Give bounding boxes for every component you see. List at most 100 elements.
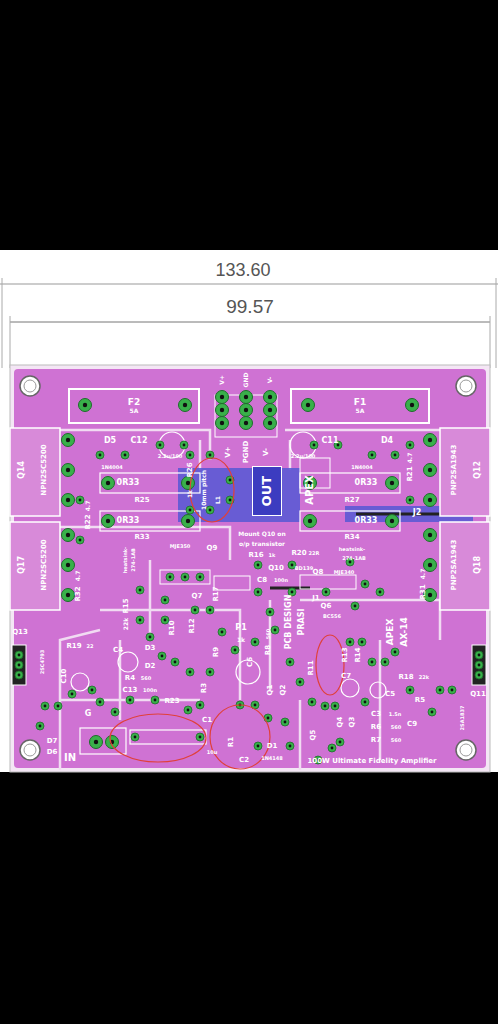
silkscreen-label: P1 <box>235 624 246 632</box>
silkscreen-label: 4.7 <box>75 571 81 582</box>
pad-hole <box>79 499 82 502</box>
copper-pour <box>14 369 486 768</box>
pad-hole <box>44 705 47 708</box>
silkscreen-label: R5 <box>415 697 425 704</box>
silkscreen-label: R6 <box>371 724 381 731</box>
pad <box>216 391 229 404</box>
pad-hole <box>66 438 70 442</box>
pad <box>102 515 115 528</box>
pad-hole <box>244 395 248 399</box>
silkscreen-label: R18 <box>398 674 413 681</box>
mounting-hole <box>24 380 36 392</box>
pad <box>196 701 204 709</box>
pour-gap <box>60 430 210 460</box>
pad-hole <box>325 591 328 594</box>
pad-hole <box>187 709 190 712</box>
pad <box>391 648 399 656</box>
pad-hole <box>257 564 260 567</box>
pad <box>68 690 76 698</box>
silkscreen-label: R16 <box>248 552 263 559</box>
silkscreen-label: R10 <box>169 620 176 635</box>
pad <box>424 494 437 507</box>
capacitor-outline <box>370 682 386 698</box>
pad <box>368 658 376 666</box>
mounting-hole <box>460 744 472 756</box>
driver-transistor-body <box>472 645 486 685</box>
silkscreen-label: Q12 <box>474 461 482 479</box>
pad <box>475 651 483 659</box>
pad-hole <box>183 403 187 407</box>
silkscreen-label: R1 <box>228 737 235 747</box>
pad <box>266 608 274 616</box>
mounting-hole <box>20 376 40 396</box>
resistor-outline <box>100 511 200 531</box>
pad <box>251 638 259 646</box>
pad-hole <box>324 705 327 708</box>
pour-gap <box>60 527 230 560</box>
silkscreen-label: PNP2SA1943 <box>451 445 458 496</box>
pour-gap <box>199 440 202 470</box>
pad <box>54 702 62 710</box>
pad-hole <box>209 609 212 612</box>
silkscreen-label: D2 <box>145 663 156 670</box>
silkscreen-label: C10 <box>61 669 68 684</box>
mounting-hole <box>460 380 472 392</box>
pad <box>121 451 129 459</box>
pour-gap <box>285 429 440 432</box>
silkscreen-label: Q2 <box>280 685 287 696</box>
pad-hole <box>313 444 316 447</box>
pad-hole <box>428 468 432 472</box>
pad <box>36 722 44 730</box>
pad-hole <box>269 611 272 614</box>
pad <box>186 668 194 676</box>
pad <box>406 399 419 412</box>
fuse-holder: F15A <box>290 388 430 424</box>
silkscreen-label: D6 <box>47 749 58 756</box>
silkscreen-label: V+ <box>225 446 232 457</box>
silkscreen-label: C2 <box>239 757 249 764</box>
pad <box>240 391 253 404</box>
silkscreen-label: R32 <box>75 586 82 601</box>
silkscreen-label: C12 <box>130 437 147 445</box>
pad-hole <box>311 701 314 704</box>
silkscreen-label: Q11 <box>470 691 486 698</box>
silkscreen-label: o/p transistor <box>239 541 285 547</box>
silkscreen-label: R3 <box>201 683 208 693</box>
silkscreen-label: BD139 <box>295 566 313 571</box>
pad <box>181 573 189 581</box>
pad-hole <box>268 408 272 412</box>
silkscreen-label: D5 <box>104 437 116 445</box>
silkscreen-label: R25 <box>134 497 149 504</box>
silkscreen-label: D4 <box>381 437 393 445</box>
pad <box>322 588 330 596</box>
pad <box>475 661 483 669</box>
pad-hole <box>349 561 352 564</box>
silkscreen-label: 22R <box>309 551 320 556</box>
silkscreen-label: D3 <box>145 645 156 652</box>
silkscreen-label: 2SC4793 <box>40 650 45 675</box>
pad-hole <box>83 403 87 407</box>
silkscreen-label: 1N4148 <box>261 756 283 761</box>
extension-line <box>2 278 3 368</box>
silkscreen-label: C6 <box>247 657 254 667</box>
silkscreen-label: Q18 <box>474 556 482 574</box>
pad-hole <box>183 444 186 447</box>
pad-hole <box>431 711 434 714</box>
pad-hole <box>274 629 277 632</box>
silkscreen-label: R20 <box>291 550 306 557</box>
silkscreen-label: 100n <box>274 578 288 583</box>
silkscreen-label: heatsink- <box>123 547 128 573</box>
annotation-ring <box>190 458 234 522</box>
pad-hole <box>124 454 127 457</box>
pad-hole <box>18 654 21 657</box>
dimension-label: 133.60 <box>215 261 270 279</box>
silkscreen-label: 0R33 <box>355 479 378 487</box>
pad-hole <box>79 539 82 542</box>
pad-hole <box>159 444 162 447</box>
pad <box>15 661 23 669</box>
pad-hole <box>257 591 260 594</box>
pad-hole <box>18 664 21 667</box>
pad-hole <box>209 454 212 457</box>
pad <box>391 451 399 459</box>
silkscreen-label: Mount Q10 on <box>238 531 286 537</box>
